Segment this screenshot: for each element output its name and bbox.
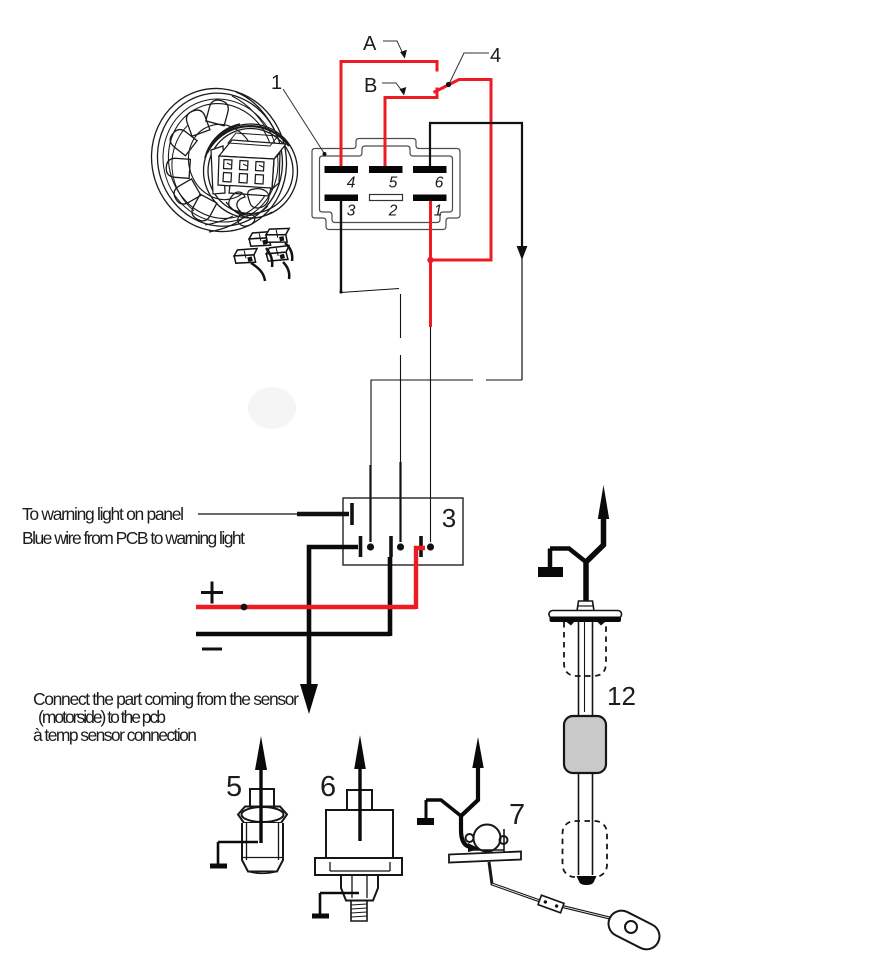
svg-text:5: 5 xyxy=(226,771,242,803)
svg-text:1: 1 xyxy=(434,203,443,220)
svg-text:A: A xyxy=(363,33,377,55)
svg-text:6: 6 xyxy=(320,771,336,803)
svg-text:5: 5 xyxy=(389,175,398,192)
svg-text:6: 6 xyxy=(435,175,444,192)
svg-text:7: 7 xyxy=(509,799,525,831)
svg-text:Blue wire from PCB to warning: Blue wire from PCB to warning light xyxy=(22,528,245,548)
svg-text:12: 12 xyxy=(607,681,636,711)
svg-text:B: B xyxy=(364,75,377,97)
svg-text:2: 2 xyxy=(388,203,398,220)
svg-text:To warning light on panel: To warning light on panel xyxy=(22,504,184,524)
svg-text:4: 4 xyxy=(490,45,501,67)
svg-text:à temp sensor connection: à temp sensor connection xyxy=(33,725,197,745)
svg-text:3: 3 xyxy=(442,503,456,533)
svg-text:4: 4 xyxy=(347,175,356,192)
svg-text:Connect the part coming from t: Connect the part coming from the sensor xyxy=(33,689,299,709)
svg-text:1: 1 xyxy=(271,72,282,94)
svg-text:3: 3 xyxy=(347,203,356,220)
svg-text:(motorside) to the pcb: (motorside) to the pcb xyxy=(38,707,166,727)
